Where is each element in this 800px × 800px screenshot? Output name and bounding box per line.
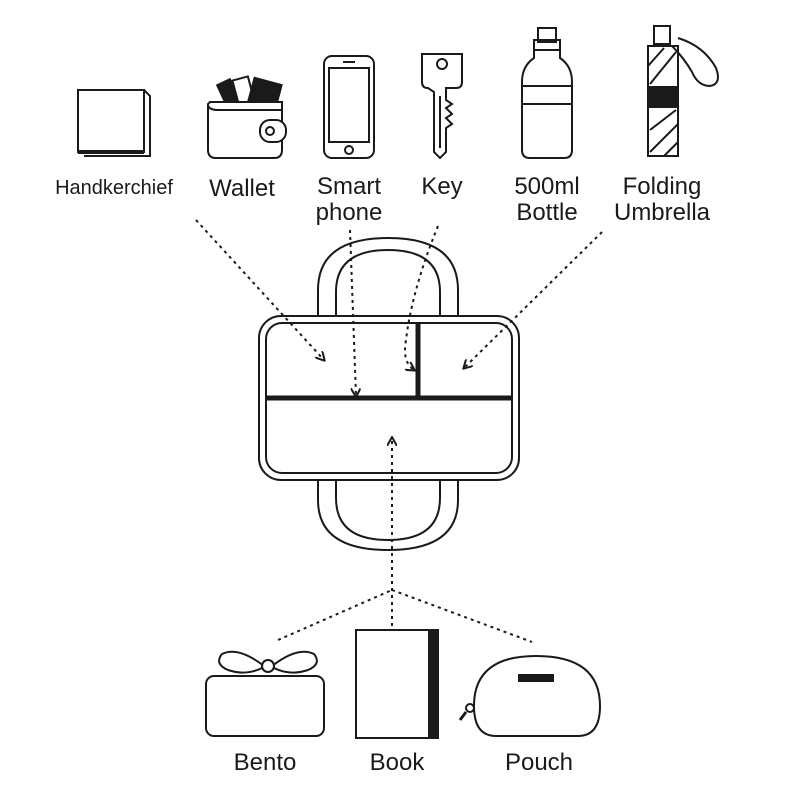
pouch-icon: [458, 654, 602, 737]
label-bottle-line1: 500ml: [514, 173, 579, 200]
label-umbrella-line1: Folding: [623, 173, 702, 200]
branch-pouch: [391, 589, 533, 643]
label-bento: Bento: [234, 749, 297, 776]
umbrella-icon: [647, 25, 719, 157]
label-pouch: Pouch: [505, 749, 573, 776]
arrow-umbrella-bottle: [464, 231, 603, 368]
connector-arrows: [195, 219, 603, 643]
label-book: Book: [370, 749, 426, 776]
label-handkerchief: Handkerchief: [55, 177, 173, 199]
label-smartphone-line2: phone: [316, 199, 383, 226]
label-smartphone-line1: Smart: [317, 173, 381, 200]
label-key: Key: [421, 173, 462, 200]
branch-bento: [277, 589, 393, 641]
label-bottle-line2: Bottle: [516, 199, 577, 226]
bento-icon: [205, 650, 325, 737]
bottle-icon: [521, 27, 573, 159]
smartphone-icon: [323, 55, 375, 159]
arrow-key: [404, 225, 439, 370]
label-wallet: Wallet: [209, 175, 275, 202]
label-umbrella-line2: Umbrella: [614, 199, 711, 226]
wallet-icon: [207, 75, 287, 159]
key-icon: [421, 53, 463, 160]
bag-icon: [258, 236, 520, 552]
handkerchief-icon: [77, 89, 151, 157]
book-icon: [355, 629, 439, 739]
